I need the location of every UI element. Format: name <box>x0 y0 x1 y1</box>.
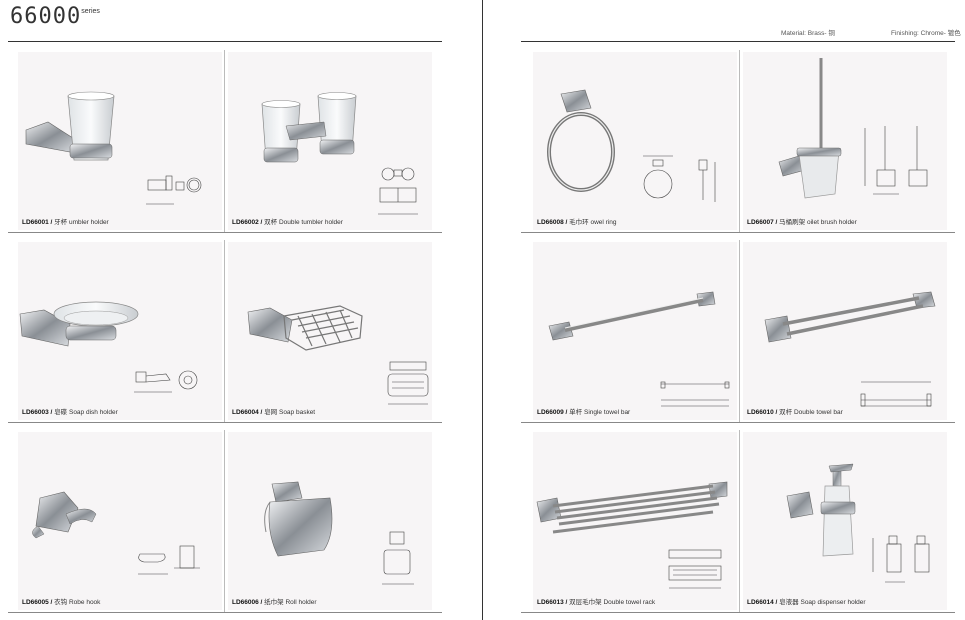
roll-holder-illustration <box>264 481 414 585</box>
double-tumbler-holder-illustration <box>261 92 418 215</box>
product-caption: LD66013 / 双层毛巾架 Double towel rack <box>537 599 656 606</box>
row-divider <box>8 422 442 423</box>
finishing-info: Finishing: Chrome- 镀色 <box>891 30 961 37</box>
book-spine <box>482 0 483 620</box>
column-divider <box>739 240 740 422</box>
product-caption: LD66009 / 单杆 Single towel bar <box>537 409 631 416</box>
right-page: Material: Brass- 铜 Finishing: Chrome- 镀色… <box>483 0 965 620</box>
product-roll-holder: LD66006 / 纸巾架 Roll holder <box>228 432 432 610</box>
column-divider <box>739 50 740 232</box>
product-soap-basket: LD66004 / 皂网 Soap basket <box>228 242 432 420</box>
double-towel-rack-illustration <box>536 481 728 589</box>
column-divider <box>739 430 740 612</box>
column-divider <box>224 240 225 422</box>
double-towel-bar-illustration <box>764 291 936 407</box>
single-towel-bar-illustration <box>548 291 730 407</box>
product-double-tumbler-holder: LD66002 / 双杯 Double tumbler holder <box>228 52 432 230</box>
column-divider <box>224 430 225 612</box>
product-caption: LD66006 / 纸巾架 Roll holder <box>232 599 317 606</box>
product-soap-dispenser-holder: LD66014 / 皂液器 Soap dispenser holder <box>743 432 947 610</box>
product-caption: LD66002 / 双杯 Double tumbler holder <box>232 219 343 226</box>
product-double-towel-bar: LD66010 / 双杆 Double towel bar <box>743 242 947 420</box>
product-caption: LD66010 / 双杆 Double towel bar <box>747 409 843 416</box>
series-title: 66000series <box>10 4 100 29</box>
row-divider <box>521 612 955 613</box>
product-single-towel-bar: LD66009 / 单杆 Single towel bar <box>533 242 737 420</box>
product-caption: LD66003 / 皂碟 Soap dish holder <box>22 409 118 416</box>
soap-basket-illustration <box>247 305 429 405</box>
product-soap-dish-holder: LD66003 / 皂碟 Soap dish holder <box>18 242 222 420</box>
toilet-brush-holder-illustration <box>778 58 928 199</box>
towel-ring-illustration <box>547 89 716 202</box>
product-towel-ring: LD66008 / 毛巾环 owel ring <box>533 52 737 230</box>
row-divider <box>521 422 955 423</box>
row-divider <box>521 232 955 233</box>
product-caption: LD66008 / 毛巾环 owel ring <box>537 219 617 226</box>
row-divider <box>8 232 442 233</box>
product-toilet-brush-holder: LD66007 / 马桶刷架 oilet brush holder <box>743 52 947 230</box>
material-info: Material: Brass- 铜 <box>781 30 835 37</box>
product-tumbler-holder: LD66001 / 牙杯 umbler holder <box>18 52 222 230</box>
column-divider <box>224 50 225 232</box>
soap-dispenser-illustration <box>786 463 930 583</box>
soap-dish-illustration <box>19 301 198 393</box>
product-caption: LD66004 / 皂网 Soap basket <box>232 409 316 416</box>
header-rule <box>8 41 442 42</box>
tumbler-holder-illustration <box>25 91 202 205</box>
product-caption: LD66014 / 皂液器 Soap dispenser holder <box>747 599 866 606</box>
header-rule <box>521 41 955 42</box>
robe-hook-illustration <box>32 491 200 575</box>
product-robe-hook: LD66005 / 衣钩 Robe hook <box>18 432 222 610</box>
product-caption: LD66005 / 衣钩 Robe hook <box>22 599 101 606</box>
left-page: 66000series LD66001 / 牙杯 umbler holder <box>0 0 482 620</box>
product-caption: LD66007 / 马桶刷架 oilet brush holder <box>747 219 857 226</box>
row-divider <box>8 612 442 613</box>
product-caption: LD66001 / 牙杯 umbler holder <box>22 219 109 226</box>
product-double-towel-rack: LD66013 / 双层毛巾架 Double towel rack <box>533 432 737 610</box>
